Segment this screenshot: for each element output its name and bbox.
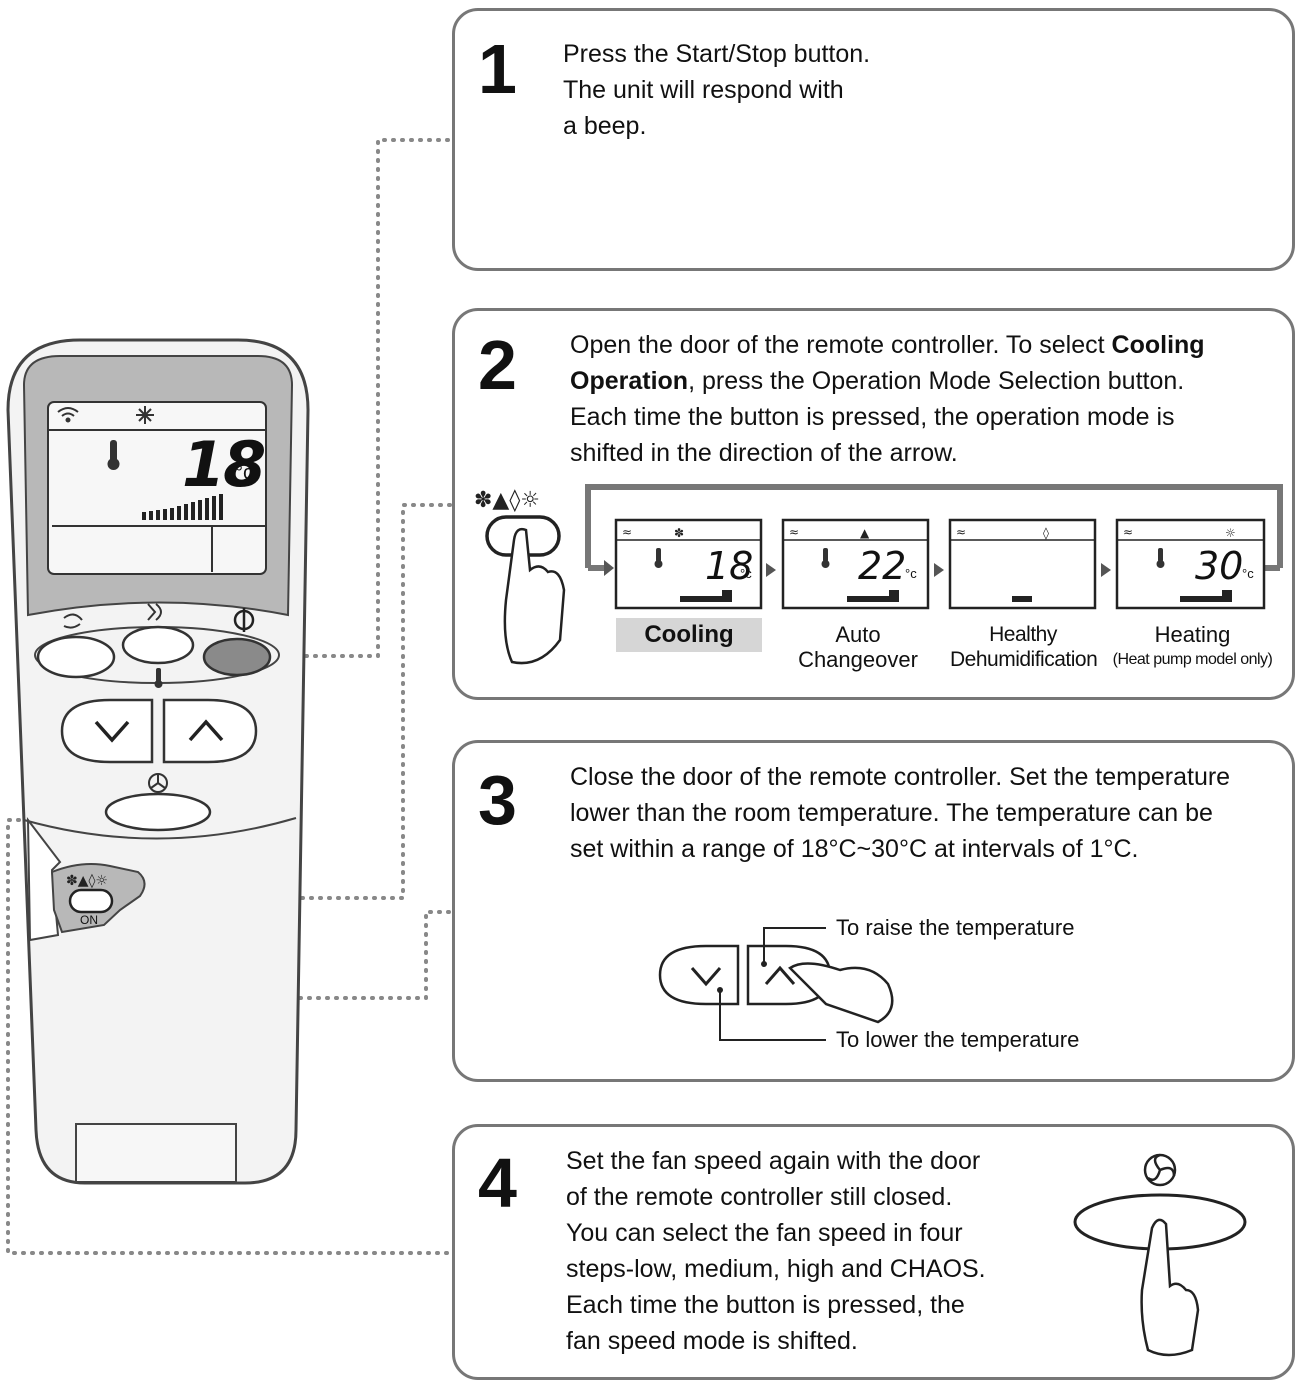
svg-text:✽▲◊☼: ✽▲◊☼ [66,873,108,889]
temp-control-illustration [658,927,894,1041]
fan-speed-button [104,792,212,832]
swing-button [36,635,116,679]
step-4-number: 4 [478,1144,517,1222]
step-3-line: lower than the room temperature. The tem… [570,799,1213,827]
fan-icon [1143,1153,1177,1187]
fan-level-bars [142,494,223,520]
remote-controller: ✽▲◊☼ [6,338,310,1185]
step-1-line: a beep. [563,112,647,140]
jet-icon [147,603,162,621]
connector-step4 [6,818,452,1255]
lower-temp-label: To lower the temperature [836,1027,1080,1052]
fan-icon-remote [148,773,168,793]
step-2-line-2: Operation, press the Operation Mode Sele… [570,367,1185,395]
wifi-icon [57,407,79,423]
hand-press-temp-icon [788,962,894,1024]
step-2-line-3: Each time the button is pressed, the ope… [570,403,1175,431]
svg-text:◊: ◊ [1043,526,1049,540]
svg-text:≈: ≈ [956,525,966,539]
svg-text:≈: ≈ [789,525,799,539]
mode-label-cooling: Cooling [616,618,762,652]
step-4-line: of the remote controller still closed. [566,1183,953,1211]
mode-label-dehumid: Healthy [989,623,1057,646]
thermometer-icon [107,440,120,470]
cooling-temp: 18 [705,544,754,588]
svg-text:▲: ▲ [860,526,870,540]
remote-display-temp: 18 [182,428,266,501]
jet-button [121,625,195,665]
display-cooling [614,518,763,610]
hand-press-fan-icon [1140,1218,1200,1357]
mode-illustration: ✽▲◊☼ ≈ ✽ ≈ ▲ ≈ ◊ ≈ ☼ [474,484,1283,665]
svg-text:✽: ✽ [674,526,684,540]
temp-buttons [60,698,258,764]
step-1-number: 1 [478,30,517,108]
snowflake-icon [136,406,154,424]
mode-label-auto-2: Changeover [798,647,918,672]
step-3-line: Close the door of the remote controller.… [570,763,1231,791]
step-4-panel [452,1124,1295,1380]
mode-label-dehumid-2: Dehumidification [950,648,1098,671]
step-4-line: Each time the button is pressed, the [566,1291,965,1319]
svg-text:≈: ≈ [1123,525,1133,539]
connector-step1 [268,138,452,658]
auto-unit: °c [905,566,917,581]
temp-small-icon [154,668,163,688]
auto-temp: 22 [858,544,907,588]
connector-step2 [138,503,452,900]
step-2-number: 2 [478,326,517,404]
mode-symbols-icon: ✽▲◊☼ [474,488,540,513]
step-1-line: Press the Start/Stop button. [563,40,871,68]
step-4-line: Set the fan speed again with the door [566,1147,981,1175]
hand-press-icon [503,527,566,665]
start-stop-button [202,637,272,677]
heating-unit: °c [1242,566,1254,581]
step-2-line-1: Open the door of the remote controller. … [570,331,1205,359]
remote-display-unit: °c [235,462,253,484]
heating-temp: 30 [1195,544,1244,588]
step-4-line: You can select the fan speed in four [566,1219,963,1247]
step-1-panel [452,8,1295,271]
flow-line [585,484,1283,568]
raise-temp-label: To raise the temperature [836,915,1075,940]
mode-label-auto: Auto [835,622,881,647]
step-4-line: steps-low, medium, high and CHAOS. [566,1255,986,1283]
svg-text:≈: ≈ [622,525,632,539]
step-3-line: set within a range of 18°C~30°C at inter… [570,835,1139,863]
step-2-line-4: shifted in the direction of the arrow. [570,439,958,467]
step-3-number: 3 [478,761,517,839]
cooling-unit: °c [740,566,752,581]
svg-text:☼: ☼ [1225,526,1236,540]
mode-button-remote [68,888,114,914]
swing-icon [63,613,83,629]
step-3-panel [452,740,1295,1082]
mode-label-heating: Heating [1154,622,1231,647]
step-1-line: The unit will respond with [563,76,844,104]
display-dehumid [948,518,1097,610]
display-auto [781,518,930,610]
step-4-line: fan speed mode is shifted. [566,1327,858,1355]
mode-label-heating-note: (Heat pump model only) [1112,651,1273,668]
remote-on-label: ON [80,913,98,927]
power-icon-remote [233,608,255,632]
fan-speed-illustration [1073,1153,1247,1357]
step-2-panel [452,308,1295,700]
display-heating [1115,518,1266,610]
